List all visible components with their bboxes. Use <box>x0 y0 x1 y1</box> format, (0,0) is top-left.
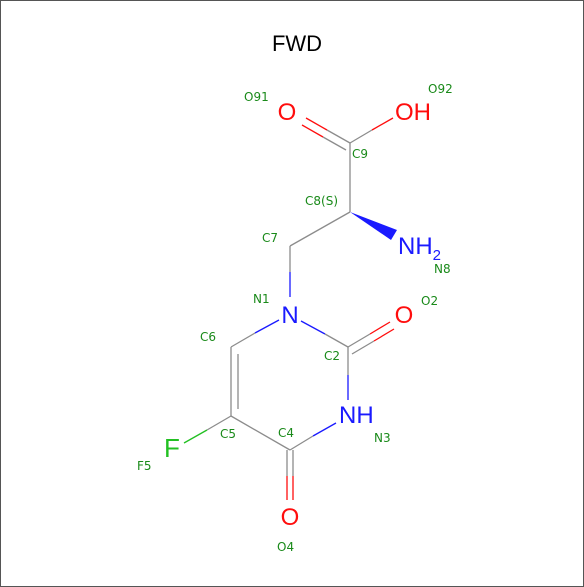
bond-c9-o91-b <box>305 117 328 131</box>
atom-n8: NH2 <box>398 233 441 264</box>
atom-n8-main: NH <box>398 233 433 260</box>
bond-n1-c2-b <box>324 333 349 348</box>
label-o91: O91 <box>244 90 269 104</box>
label-n8: N8 <box>434 262 451 276</box>
atom-o4: O <box>281 504 300 531</box>
label-c8: C8(S) <box>305 194 338 208</box>
bond-c2-o2-d <box>373 328 395 342</box>
label-c4: C4 <box>278 426 294 440</box>
atom-o91: O <box>278 99 297 126</box>
label-c5: C5 <box>220 427 236 441</box>
atom-f5: F <box>164 433 180 463</box>
label-c7: C7 <box>262 231 278 245</box>
atom-o2: O <box>395 302 414 329</box>
bond-c9-o92-b <box>371 117 394 131</box>
bond-c8-n8-wedge <box>350 212 397 240</box>
bond-n3-c4-b <box>289 435 314 451</box>
label-o4: O4 <box>277 540 294 554</box>
bond-c2-o2-a <box>347 333 371 348</box>
bond-c5-f5-b <box>183 429 208 444</box>
bond-c9-o92-a <box>349 129 373 144</box>
bond-c2-o2-b <box>369 321 391 335</box>
label-f5: F5 <box>137 459 152 473</box>
bond-n3-c4-a <box>312 422 337 437</box>
label-o92: O92 <box>428 82 453 96</box>
label-c6: C6 <box>200 330 216 344</box>
diagram-title: FWD <box>272 31 322 56</box>
atom-n3: NH <box>339 402 374 429</box>
atom-o92: OH <box>395 99 431 126</box>
bond-c9-o91-d <box>301 124 324 138</box>
bond-c9-o91-c <box>322 136 347 151</box>
bonds <box>183 117 397 500</box>
label-c9: C9 <box>352 147 368 161</box>
bond-c8-c7 <box>289 211 351 247</box>
label-n1: N1 <box>253 292 270 306</box>
bond-c6-n1-b <box>254 319 280 334</box>
atom-symbols: O OH NH2 N O NH F O <box>164 99 441 531</box>
bond-c6-n1-a <box>230 332 256 348</box>
atom-labels: O91 O92 C9 C8(S) C7 N8 N1 O2 C6 C2 N3 C5… <box>137 82 453 554</box>
atom-n1: N <box>281 302 298 329</box>
bond-c4-c5 <box>230 415 291 451</box>
label-n3: N3 <box>374 431 391 445</box>
bond-n1-c2-a <box>300 320 326 335</box>
bond-c5-f5-a <box>206 415 232 431</box>
label-o2: O2 <box>421 294 438 308</box>
bond-c2-o2-c <box>351 340 375 355</box>
bond-c9-o91-a <box>326 129 351 144</box>
label-c2: C2 <box>324 349 340 363</box>
atom-n8-subscript: 2 <box>433 247 441 264</box>
